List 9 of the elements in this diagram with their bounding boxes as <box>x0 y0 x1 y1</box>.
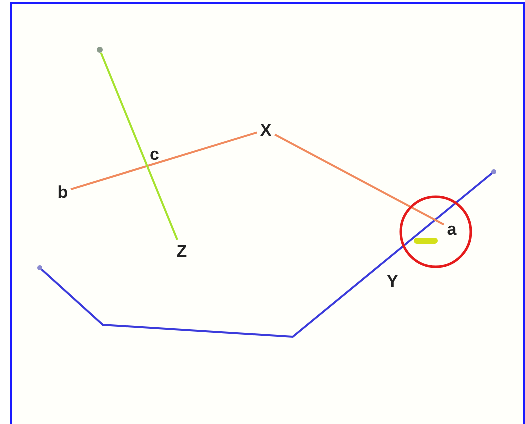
connector-line <box>100 52 178 240</box>
point-label: Y <box>387 273 398 290</box>
connector-line <box>70 132 258 191</box>
point-label: b <box>55 182 71 202</box>
point-label: Z <box>174 240 190 262</box>
connector-line <box>274 134 444 226</box>
point-label: a <box>444 219 460 239</box>
point-label: X <box>257 120 275 140</box>
point-label: c <box>150 146 160 163</box>
